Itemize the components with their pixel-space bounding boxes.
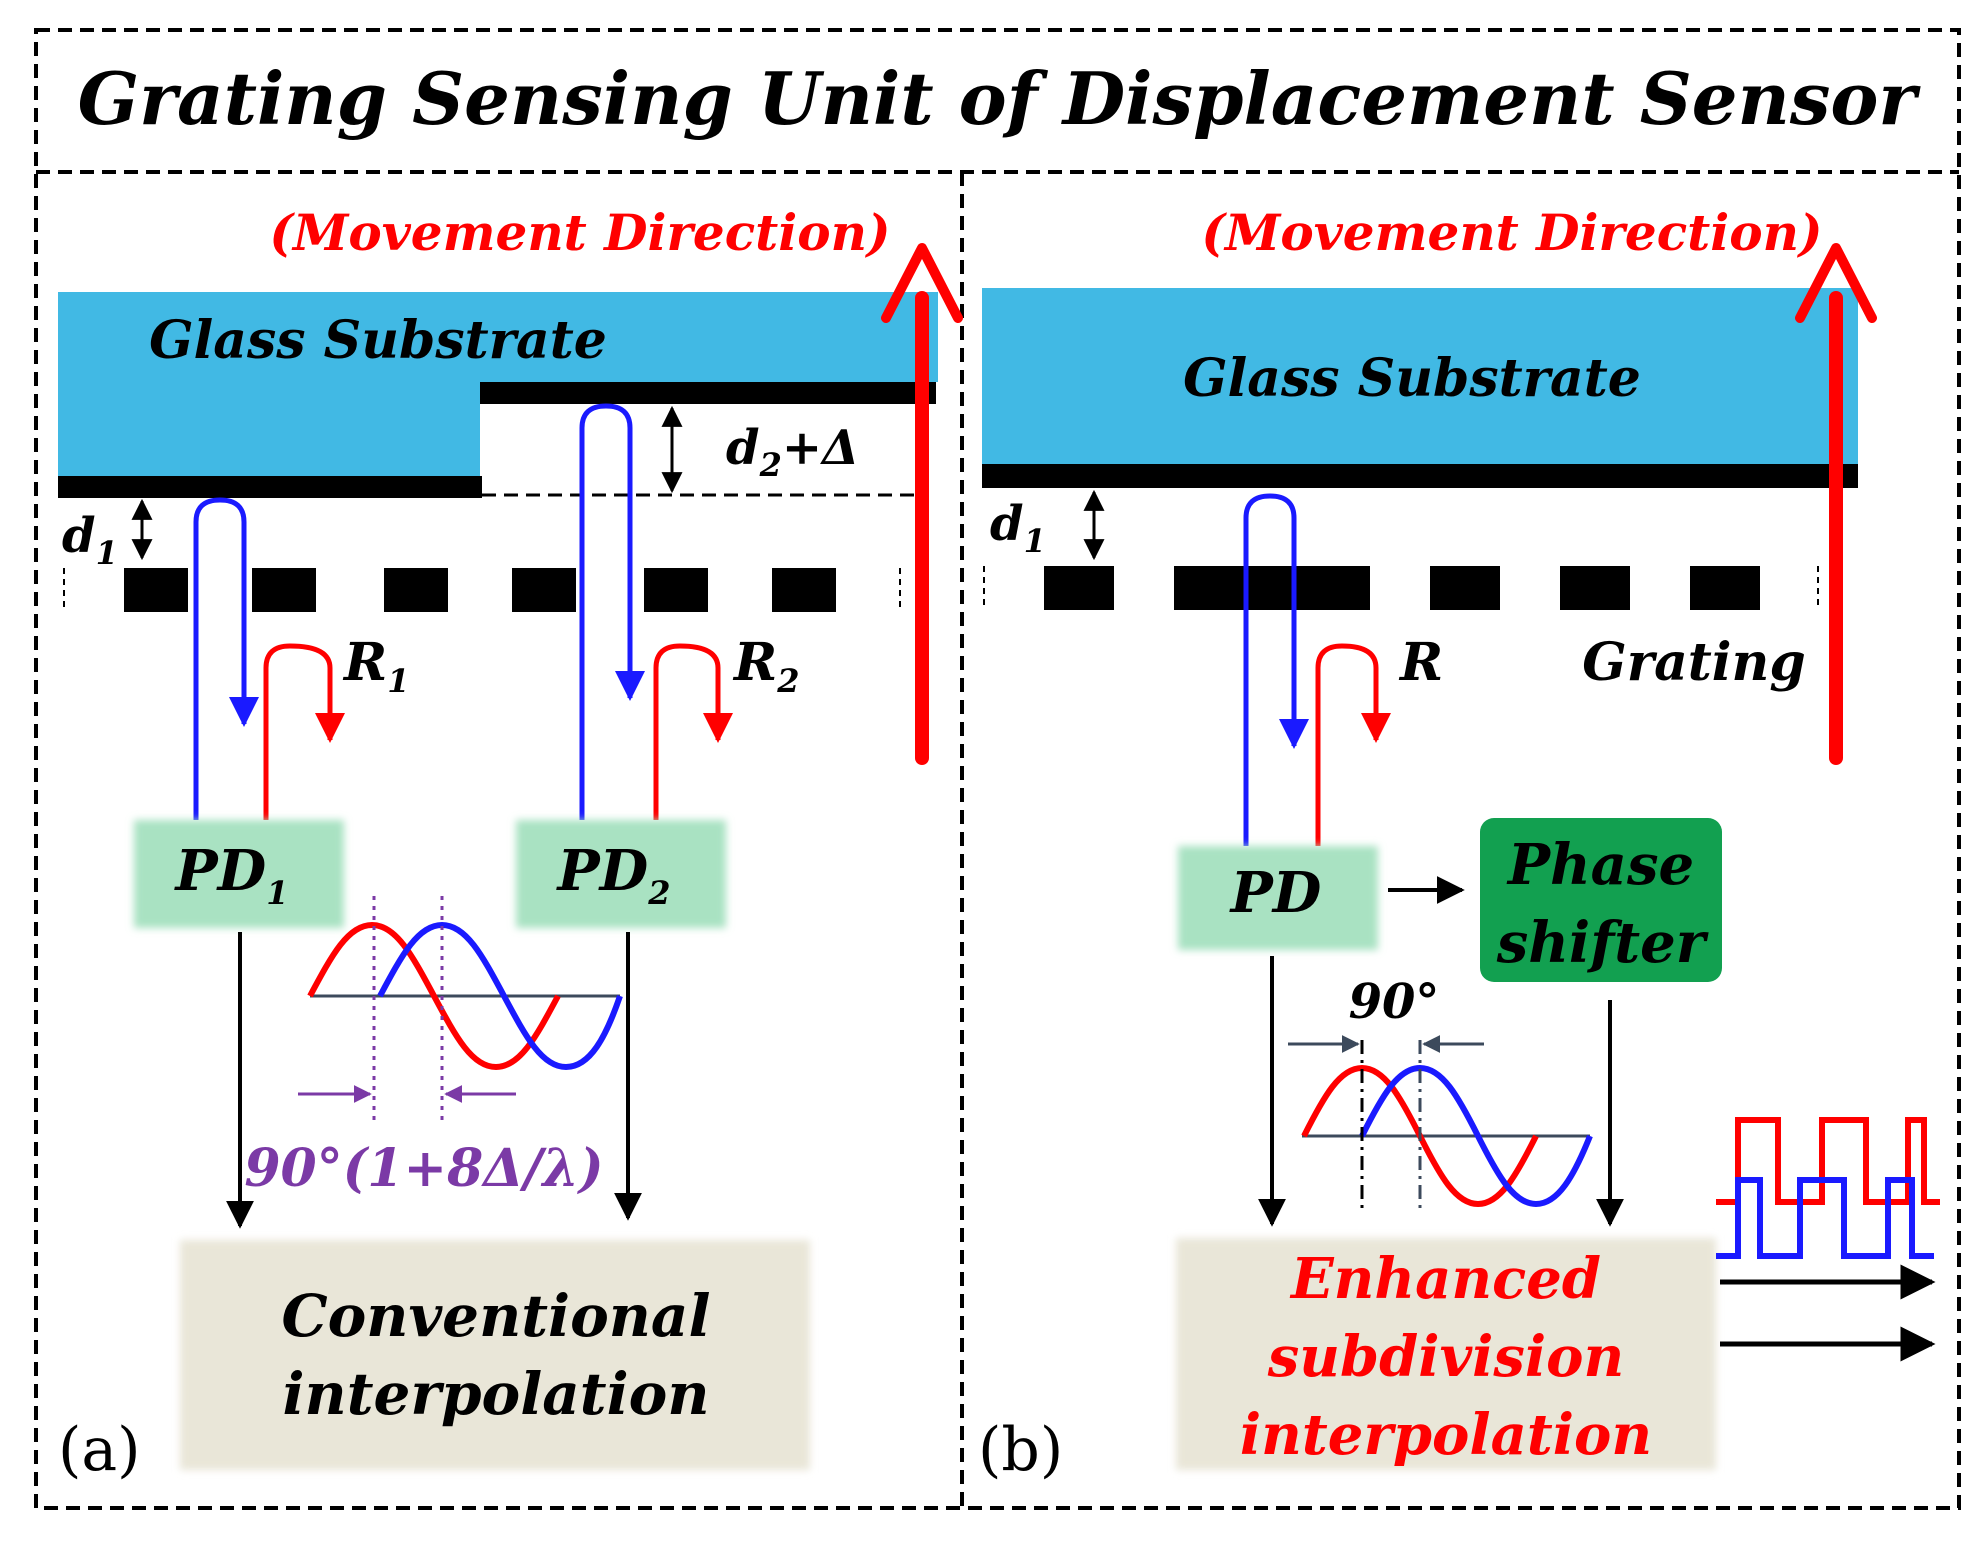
r-label: R — [1398, 632, 1443, 693]
sine-waves-a — [298, 896, 623, 1124]
red-wave-a — [307, 921, 561, 1071]
enhanced-interpolation-line2: subdivision — [1267, 1324, 1625, 1390]
panel-a-label: (a) — [58, 1415, 141, 1485]
outer-frame — [34, 28, 1961, 1510]
r1-label: R1 — [342, 632, 409, 700]
grating-label: Grating — [1582, 632, 1805, 693]
panel-b-label: (b) — [978, 1415, 1063, 1485]
pd2-box — [516, 820, 726, 928]
pd-label: PD — [1229, 860, 1322, 926]
red-beam-r — [1315, 643, 1391, 846]
mirror-layer-b — [982, 464, 1858, 488]
pd2-label: PD2 — [556, 838, 671, 912]
conventional-interpolation-box — [180, 1240, 810, 1470]
blue-square-wave — [1716, 1177, 1934, 1259]
r2-label: R2 — [732, 632, 799, 700]
phase-shifter-line2: shifter — [1496, 910, 1709, 976]
movement-arrowhead-b — [1795, 243, 1877, 323]
panel-b: Glass Substrate (Movement Direction) d1 … — [978, 203, 1940, 1485]
glass-substrate-label-a: Glass Substrate — [149, 310, 607, 371]
movement-direction-label-a: (Movement Direction) — [269, 203, 890, 262]
mirror-layer-base-a — [58, 476, 482, 498]
red-beam-r2 — [653, 643, 733, 820]
red-beam-r1 — [263, 643, 345, 820]
enhanced-interpolation-line3: interpolation — [1240, 1402, 1652, 1468]
blue-beam-pd1 — [193, 497, 259, 820]
pd-box — [1178, 846, 1378, 950]
sine-waves-b — [1288, 1035, 1593, 1210]
panel-a: Glass Substrate (Movement Direction) d1 … — [58, 203, 963, 1485]
phase-shift-label-b: 90° — [1349, 974, 1440, 1030]
conventional-interpolation-line2: interpolation — [283, 1360, 710, 1428]
figure-title: Grating Sensing Unit of Displacement Sen… — [78, 56, 1922, 141]
blue-wave-b — [1359, 1064, 1593, 1208]
red-square-wave — [1716, 1117, 1940, 1205]
blue-beam-pd2 — [579, 403, 645, 820]
conventional-interpolation-line1: Conventional — [281, 1282, 710, 1350]
pd1-label: PD1 — [174, 838, 289, 912]
grating-b — [983, 566, 1819, 610]
enhanced-interpolation-box — [1176, 1238, 1716, 1470]
d2-label: d2+Δ — [726, 420, 859, 484]
d1-label-a: d1 — [62, 508, 118, 572]
movement-direction-label-b: (Movement Direction) — [1201, 203, 1822, 262]
glass-substrate-a — [58, 292, 938, 478]
d1-label-b: d1 — [990, 496, 1046, 560]
glass-substrate-label-b: Glass Substrate — [1183, 348, 1641, 409]
mirror-layer-step — [480, 382, 936, 404]
phase-shifter-box — [1480, 818, 1722, 982]
pd1-box — [134, 820, 344, 928]
phase-shifter-line1: Phase — [1506, 832, 1694, 898]
enhanced-interpolation-line1: Enhanced — [1289, 1246, 1601, 1312]
grating-a — [63, 568, 901, 612]
movement-arrowhead-a — [881, 243, 963, 323]
blue-wave-a — [377, 921, 623, 1071]
blue-beam-pd — [1243, 493, 1309, 846]
phase-shift-label-a: 90°(1+8Δ/λ) — [244, 1138, 603, 1199]
glass-substrate-b — [982, 288, 1858, 466]
